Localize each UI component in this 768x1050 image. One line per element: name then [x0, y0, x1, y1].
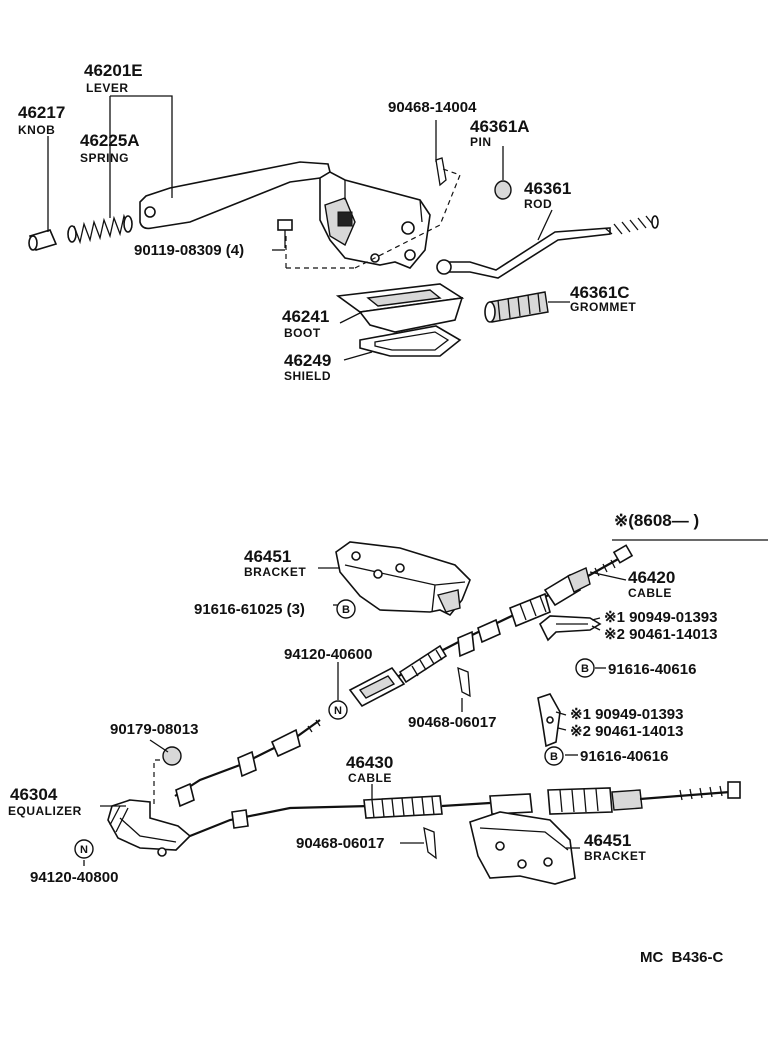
pin-part [494, 180, 512, 200]
lever-pn: 46201E [84, 61, 143, 80]
pin-pn: 46361A [470, 117, 530, 136]
clip2-b-pn: ※2 90461-14013 [570, 723, 684, 740]
cable-left-part [174, 719, 321, 808]
bottom-labels: 46451 BRACKET 91616-61025 (3) 46420 CABL… [8, 547, 718, 886]
nut-front-pn: 94120-40600 [284, 646, 372, 663]
lever-part [139, 161, 331, 230]
clip2-a-pn: ※1 90949-01393 [570, 706, 684, 723]
pin-name: PIN [470, 135, 492, 149]
rod-name: ROD [524, 197, 552, 211]
svg-text:B: B [342, 604, 350, 616]
clip-part [435, 157, 447, 187]
bolt1-pn: 91616-40616 [608, 661, 696, 678]
svg-text:B: B [550, 751, 558, 763]
clip-pn: 90468-14004 [388, 99, 477, 116]
bracket-top-name: BRACKET [244, 565, 306, 579]
cable-clip-rear-part [537, 693, 561, 748]
spring-part [67, 213, 133, 245]
bracket-low-pn: 46451 [584, 831, 631, 850]
rod-part [436, 215, 659, 279]
spring-name: SPRING [80, 151, 129, 165]
bracket-low-part [469, 811, 576, 885]
equalizer-part [107, 799, 192, 857]
leader-lines-top [47, 95, 570, 361]
clamp-low-pn: 90468-06017 [296, 835, 384, 852]
cable-front-pn: 46420 [628, 568, 675, 587]
range-note: ※(8608— ) [612, 511, 768, 541]
nut-badge-icon [74, 839, 94, 859]
cushion-part [153, 746, 182, 808]
cable-rear-pn: 46430 [346, 753, 393, 772]
leader-lines-bottom [83, 567, 627, 866]
grommet-pn: 46361C [570, 283, 630, 302]
knob-name: KNOB [18, 123, 55, 137]
svg-text:N: N [334, 705, 342, 717]
bracket-top-pn: 46451 [244, 547, 291, 566]
bolt-badge-icon [575, 658, 595, 678]
bolt-badge-icon [544, 746, 564, 766]
clamp-mid-part [457, 666, 471, 698]
cable-rear-part [189, 781, 741, 838]
bracket-top-part [335, 541, 471, 617]
grommet-name: GROMMET [570, 300, 636, 314]
knob-part [28, 229, 58, 251]
boot-pn: 46241 [282, 307, 329, 326]
range-label: ※(8608— ) [614, 511, 699, 530]
grommet-part [484, 291, 549, 323]
rod-pn: 46361 [524, 179, 571, 198]
cable-front-name: CABLE [628, 586, 672, 600]
clamp-low-part [423, 826, 437, 860]
badges: B B B N N [74, 599, 595, 859]
bracket-bolt-pn: 91616-61025 (3) [194, 601, 305, 618]
nut-badge-icon [328, 700, 348, 720]
bolt2-pn: 91616-40616 [580, 748, 668, 765]
cable-clip-front-part [538, 615, 602, 642]
bolt-pn: 90119-08309 (4) [134, 242, 244, 259]
bracket-low-name: BRACKET [584, 849, 646, 863]
shield-pn: 46249 [284, 351, 331, 370]
nut-front-part [348, 666, 406, 708]
lever-name: LEVER [86, 81, 129, 95]
clamp-mid-pn: 90468-06017 [408, 714, 496, 731]
bolt-badge-icon [336, 599, 356, 619]
cable-rear-name: CABLE [348, 771, 392, 785]
equalizer-name: EQUALIZER [8, 804, 82, 818]
boot-part [335, 283, 465, 333]
top-labels: 46201E LEVER 46217 KNOB 46225A SPRING 90… [18, 61, 636, 383]
shield-name: SHIELD [284, 369, 331, 383]
clip1-a-pn: ※1 90949-01393 [604, 609, 718, 626]
shield-part [359, 325, 462, 357]
knob-pn: 46217 [18, 103, 65, 122]
bolt-icon [277, 219, 293, 248]
diagram-code: MC B436-C [640, 949, 724, 966]
nut-eq-pn: 94120-40800 [30, 869, 118, 886]
clip1-b-pn: ※2 90461-14013 [604, 626, 718, 643]
svg-text:B: B [581, 663, 589, 675]
svg-text:N: N [80, 844, 88, 856]
spring-pn: 46225A [80, 131, 140, 150]
equalizer-pn: 46304 [10, 785, 58, 804]
cushion-pn: 90179-08013 [110, 721, 198, 738]
lever-assembly [28, 157, 659, 357]
boot-name: BOOT [284, 326, 321, 340]
